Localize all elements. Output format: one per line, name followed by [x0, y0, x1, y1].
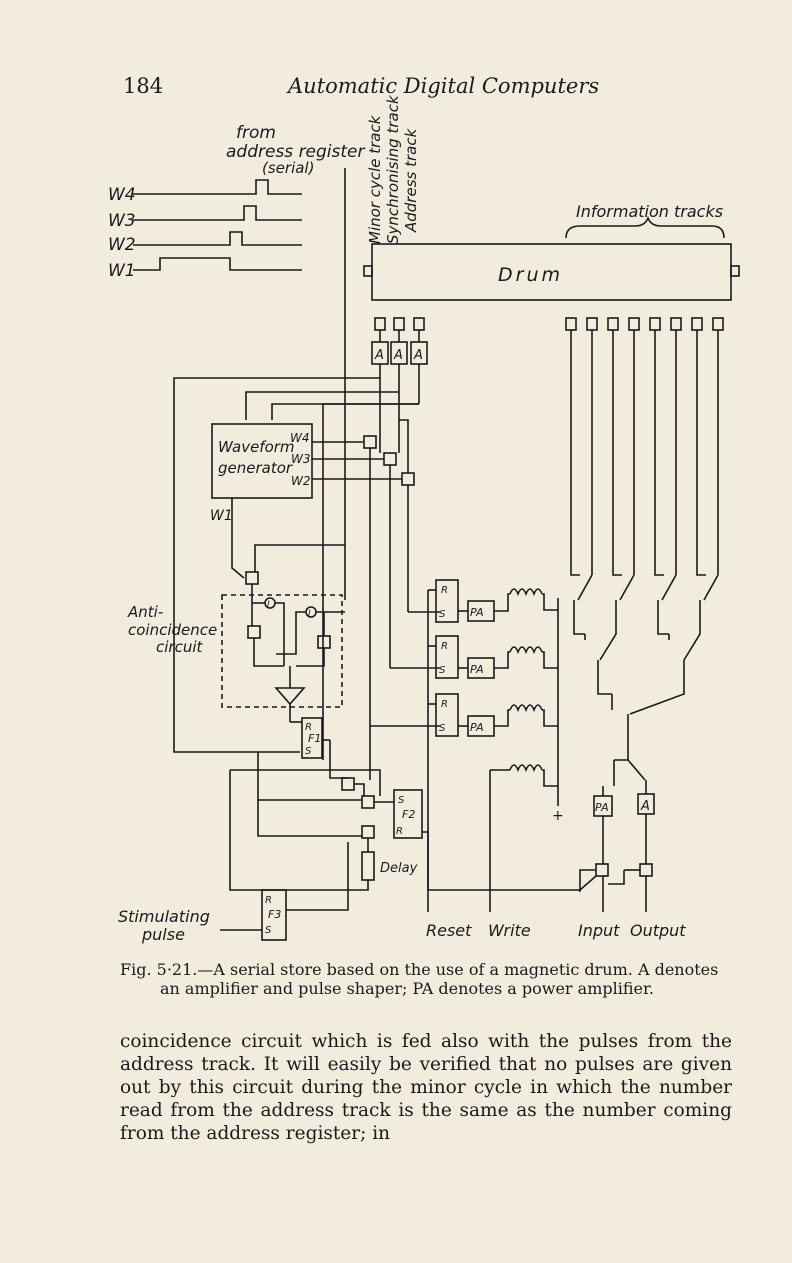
label-address-register: address register: [226, 142, 366, 162]
f1-label: F1: [308, 732, 321, 745]
label-from: from: [236, 123, 276, 143]
pa-2: PA: [470, 663, 484, 676]
caption-line-2: an amplifier and pulse shaper; PA denote…: [160, 979, 654, 998]
f1-s: S: [305, 746, 312, 757]
rs3-s: S: [439, 723, 446, 734]
delay-element: [361, 851, 375, 881]
f1-r: R: [305, 722, 312, 733]
running-title: Automatic Digital Computers: [288, 74, 600, 98]
figure-number: Fig. 5·21.: [120, 960, 198, 979]
anti-gate-left: [247, 625, 261, 639]
figure-caption: Fig. 5·21.—A serial store based on the u…: [120, 960, 740, 998]
f3-label: F3: [268, 908, 281, 921]
gen-w4: W4: [290, 431, 310, 445]
drum-right-terminal: [730, 265, 740, 277]
amp-a-1: A: [374, 348, 384, 363]
body-paragraph: coincidence circuit which is fed also wi…: [120, 1031, 732, 1144]
f2-gate-2: [361, 795, 375, 809]
label-synchronising-track: Synchronising track: [384, 94, 402, 244]
buffer-triangle: [274, 687, 306, 706]
caption-line-1: —A serial store based on the use of a ma…: [197, 960, 719, 979]
anti-label-2: coincidence: [128, 621, 217, 639]
gate-w4: [363, 435, 377, 449]
gate-i-1: I: [267, 600, 270, 610]
anti-label-3: circuit: [156, 638, 204, 656]
w1-gate: [245, 571, 259, 585]
rs3-r: R: [441, 699, 448, 710]
drum-left-terminal: [363, 265, 373, 277]
gen-w2: W2: [291, 474, 311, 488]
gate-i-2: I: [308, 609, 311, 619]
amp-a-3: A: [413, 348, 423, 363]
pa-3: PA: [470, 721, 484, 734]
selector-switch-tree: [570, 565, 719, 786]
delay-label: Delay: [380, 861, 418, 876]
drum-store-diagram: from address register (serial) Minor cyc…: [108, 94, 740, 944]
label-serial: (serial): [262, 159, 314, 177]
f2-gate-1: [341, 777, 355, 791]
drum-label: Drum: [498, 264, 563, 286]
input-label: Input: [578, 921, 620, 940]
page-number: 184: [123, 74, 164, 98]
plus-supply: +: [552, 808, 564, 824]
gen-w1-label: W1: [210, 508, 233, 524]
waveform-generator: [211, 423, 313, 499]
pa-label-input: PA: [595, 801, 609, 814]
f2-r: R: [396, 826, 403, 837]
label-minor-cycle-track: Minor cycle track: [366, 114, 384, 244]
label-w3: W3: [108, 211, 136, 231]
reset-label: Reset: [426, 921, 472, 940]
output-label: Output: [630, 921, 686, 940]
write-amplifier-stack: R S PA R S PA R S PA +: [427, 579, 564, 912]
stimulating-label-1: Stimulating: [118, 907, 210, 926]
anti-label-1: Anti-: [127, 603, 163, 621]
waveform-lines: W4 W3 W2 W1: [108, 179, 302, 281]
f2-s: S: [398, 795, 405, 806]
label-w2: W2: [108, 235, 136, 255]
information-track-heads: [565, 317, 724, 575]
f2-gate-3: [361, 825, 375, 839]
f3-r: R: [265, 895, 272, 906]
write-label: Write: [488, 921, 531, 940]
label-address-track: Address track: [402, 127, 420, 233]
f3-s: S: [265, 925, 272, 936]
control-track-heads: A A A: [371, 317, 428, 404]
gate-w3: [383, 452, 397, 466]
label-w4: W4: [108, 185, 136, 205]
flipflop-f3: [261, 889, 287, 941]
anti-gate-right: [317, 635, 331, 649]
rs2-s: S: [439, 665, 446, 676]
amp-a-2: A: [393, 348, 403, 363]
flipflop-f2: [393, 789, 423, 839]
anti-coincidence-box: [221, 594, 343, 708]
label-information-tracks: Information tracks: [576, 202, 723, 221]
gate-w2: [401, 472, 415, 486]
label-w1: W1: [108, 261, 136, 281]
rs2-r: R: [441, 641, 448, 652]
waveform-generator-label-1: Waveform: [218, 438, 295, 456]
rs1-s: S: [439, 609, 446, 620]
gen-w3: W3: [291, 452, 311, 466]
input-gate: [595, 863, 609, 877]
pa-1: PA: [470, 606, 484, 619]
output-gate: [639, 863, 653, 877]
flipflop-f1: [301, 717, 323, 759]
waveform-generator-label-2: generator: [218, 459, 293, 477]
stimulating-label-2: pulse: [141, 925, 185, 944]
f2-label: F2: [402, 808, 415, 821]
amp-a-output: A: [640, 799, 650, 814]
rs1-r: R: [441, 585, 448, 596]
